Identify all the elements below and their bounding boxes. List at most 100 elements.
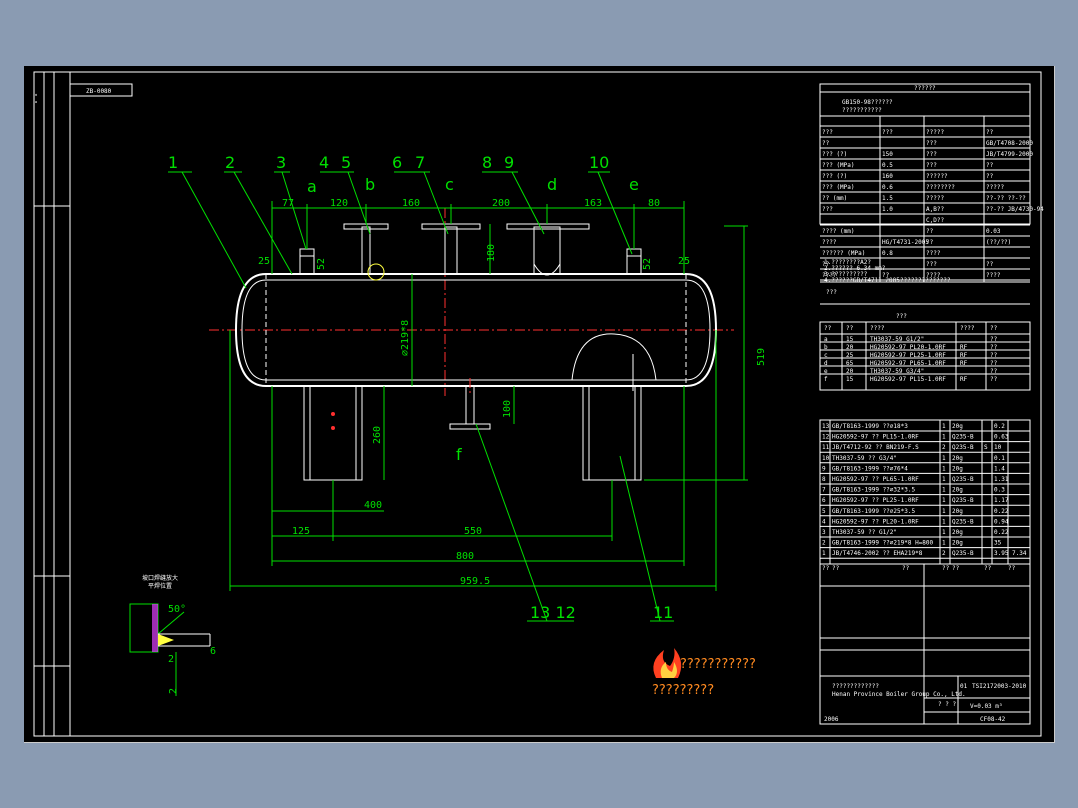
dim-260: 260 <box>372 426 383 444</box>
design-cell: ??? <box>926 261 937 268</box>
design-cell: ?????? <box>926 173 948 180</box>
design-cell: HG/T4731-2005 <box>882 239 929 246</box>
dimension-lines <box>229 201 748 591</box>
dim-550: 550 <box>464 526 482 537</box>
dim-800: 800 <box>456 551 474 562</box>
design-table: ?????? GB150-98?????? ??????????? ??? ??… <box>819 83 1031 320</box>
balloon-6: 6 <box>392 153 402 172</box>
parts-cell: 1 <box>942 465 946 472</box>
design-cell: ????? <box>926 129 944 136</box>
parts-header: ?? <box>984 565 992 572</box>
parts-cell: ТН3037-59 ?? G3/4" <box>832 455 897 462</box>
title-block-page: 01 <box>960 683 968 690</box>
parts-cell: HG20592-97 ?? PL25-1.0RF <box>832 497 919 504</box>
design-cell: ??? <box>822 129 833 136</box>
dim-77: 77 <box>282 198 294 209</box>
parts-cell: 1.17 <box>994 497 1009 504</box>
parts-cell: 20g <box>952 540 963 547</box>
design-cell: ??? <box>926 162 937 169</box>
design-cell: ???????? <box>926 184 955 191</box>
parts-cell: ТН3037-59 ?? G1/2" <box>832 529 897 536</box>
nozzle-table-title: ??? <box>896 313 907 320</box>
design-notes: 1.????????A2?2.?????? 6.34 mm?3.????????… <box>824 259 951 284</box>
parts-cell: 1 <box>822 550 826 557</box>
design-standard-2: ??????????? <box>842 107 882 114</box>
parts-cell: 6 <box>822 497 826 504</box>
design-table-header: ?????? <box>914 85 936 92</box>
parts-cell: 0.94 <box>994 518 1009 525</box>
design-cell: ??? (?) <box>822 151 847 158</box>
design-cell: ??? <box>882 129 893 136</box>
drawing-frame: ZB-0080 ∘ ∘ <box>33 71 1042 737</box>
dim-52-right: 52 <box>642 258 653 270</box>
parts-cell: 13 <box>822 423 830 430</box>
design-cell: 0.5 <box>882 162 893 169</box>
nozzle-cell: ?? <box>990 352 998 359</box>
parts-header: ?? <box>832 565 840 572</box>
parts-cell: 1 <box>942 529 946 536</box>
nozzle-label-d: d <box>547 175 557 194</box>
design-cell: ?? (mm) <box>822 195 847 202</box>
watermark: ??????????? ????????? <box>652 648 756 698</box>
title-block-drawing-no: CF08-42 <box>980 716 1006 723</box>
parts-cell: 3 <box>822 529 826 536</box>
parts-cell: 1.31 <box>994 476 1009 483</box>
drawing-canvas[interactable]: ZB-0080 ∘ ∘ <box>24 66 1054 742</box>
parts-cell: Q235-B <box>952 476 974 483</box>
parts-cell: 11 <box>822 444 830 451</box>
weld-side: 2 <box>168 688 179 694</box>
parts-cell: 20g <box>952 487 963 494</box>
parts-cell: 20g <box>952 529 963 536</box>
parts-cell: 1 <box>942 540 946 547</box>
design-cell: ?? <box>986 261 994 268</box>
parts-cell: HG20592-97 ?? PL15-1.0RF <box>832 434 919 441</box>
design-cell: 0.6 <box>882 184 893 191</box>
balloon-2: 2 <box>225 153 235 172</box>
parts-header: ?? <box>902 565 910 572</box>
weld-thickness: 6 <box>210 646 216 657</box>
parts-cell: JB/T4746-2002 ?? EHA219*8 <box>832 550 923 557</box>
watermark-line2: ????????? <box>652 683 714 698</box>
parts-header: ?? <box>822 565 830 572</box>
design-cell: 1.5 <box>882 195 893 202</box>
nozzle-label-c: c <box>445 175 454 194</box>
dim-160: 160 <box>402 198 420 209</box>
nozzle-cell: RF <box>960 360 968 367</box>
nozzle-cell: RF <box>960 376 968 383</box>
design-cell: ???? <box>986 272 1001 279</box>
flame-logo-icon <box>653 648 682 678</box>
parts-cell: 1 <box>942 497 946 504</box>
support-legs <box>303 354 642 481</box>
balloon-9: 9 <box>504 153 514 172</box>
nozzle-cell: 65 <box>846 360 854 367</box>
design-cell: (??/??) <box>986 239 1011 246</box>
parts-cell: JB/T4712-92 ?? BN219-F.S <box>832 444 919 451</box>
design-cell: ???? <box>822 272 837 279</box>
design-cell: ?? <box>882 272 890 279</box>
balloon-1: 1 <box>168 153 178 172</box>
title-block-volume: V=0.03 m³ <box>970 703 1003 710</box>
nozzle-cell: ТН3037-59 G3/4" <box>870 368 924 375</box>
title-block-name: ? ? ? <box>938 701 956 708</box>
dim-200: 200 <box>492 198 510 209</box>
nozzle-cell: b <box>824 344 828 351</box>
parts-cell: 1 <box>942 423 946 430</box>
balloon-10: 10 <box>589 153 609 172</box>
design-notes-label: ??? <box>826 289 837 296</box>
cad-viewport[interactable]: ZB-0080 ∘ ∘ <box>24 66 1055 743</box>
design-cell: ???? <box>822 239 837 246</box>
parts-cell: 10 <box>822 455 830 462</box>
design-cell: 0.03 <box>986 228 1001 235</box>
nozzle-label-b: b <box>365 175 375 194</box>
nozzle-label-e: e <box>629 175 639 194</box>
dim-180: 180 <box>486 244 497 262</box>
nozzle-label-f: f <box>456 445 462 464</box>
dim-959-5: 959.5 <box>460 576 490 587</box>
company-name-cn: ????????????? <box>832 683 879 690</box>
nozzle-cell: a <box>824 336 828 343</box>
title-block-standard: TSI2172003-2010 <box>972 683 1027 690</box>
design-cell: ???? <box>926 272 941 279</box>
weld-gap: 2 <box>168 654 174 665</box>
